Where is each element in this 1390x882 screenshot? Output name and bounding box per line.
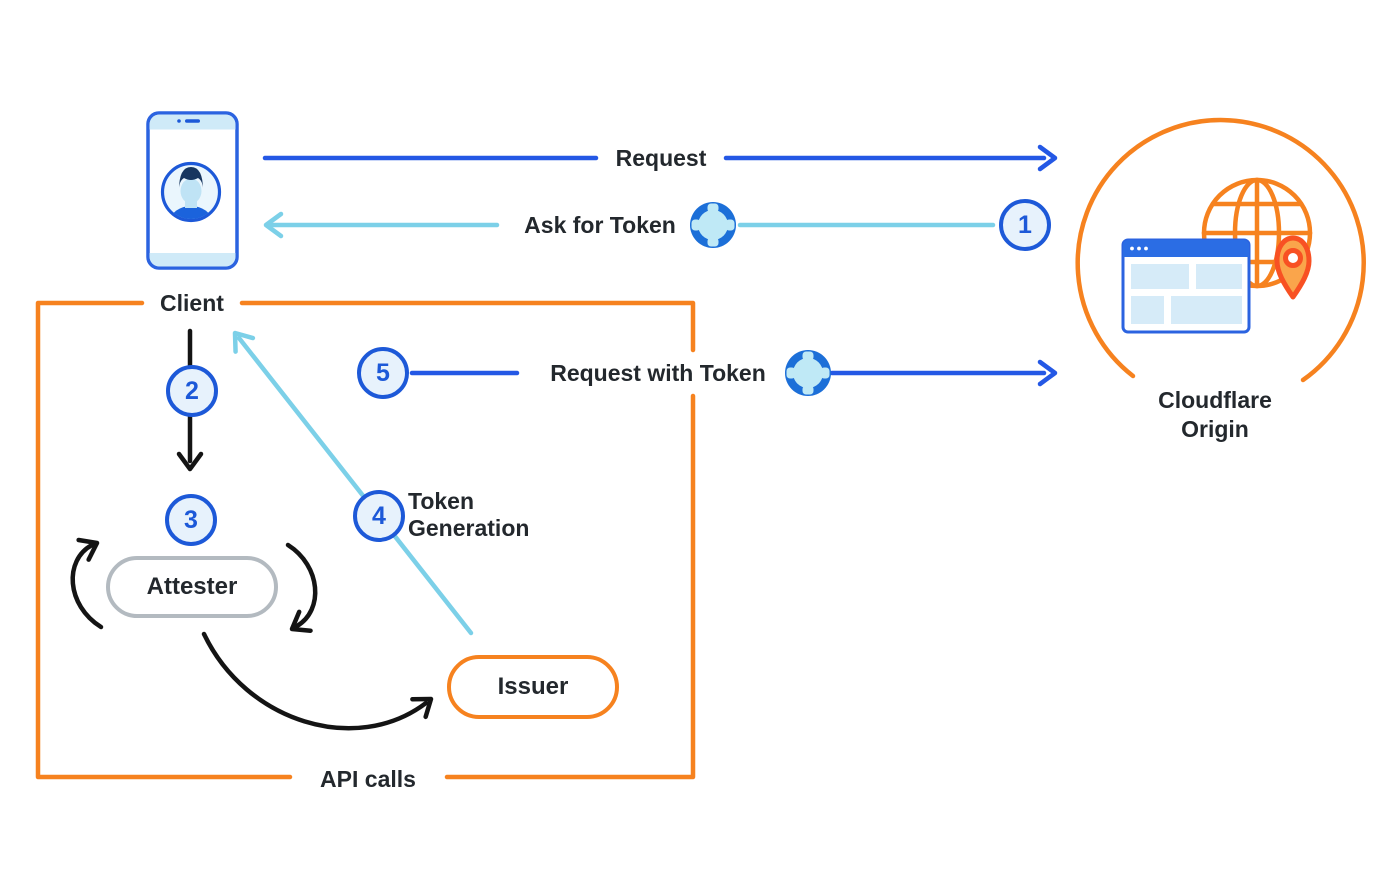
phone-speaker [185,119,200,123]
step-badge-3: 3 [165,494,217,546]
avatar [160,161,222,223]
request-with-token-label: Request with Token [550,360,766,386]
phone-icon [146,111,239,270]
origin-circle-outline [1075,117,1366,383]
ask-for-token-label: Ask for Token [524,212,676,238]
token-generation-arrow [226,326,474,636]
attester-node: Attester [106,556,278,618]
step-badge-2: 2 [166,365,218,417]
client-label: Client [160,290,224,316]
browser-dots [1130,246,1148,251]
browser-window-icon [1121,238,1251,334]
api-calls-label: API calls [320,766,416,792]
request-label: Request [615,145,707,171]
attester-to-issuer-arrow [201,631,438,731]
step-badge-4: 4 [353,490,405,542]
attester-loop-left-arrow [70,533,102,630]
ask-for-token-arrow [266,214,996,236]
location-pin-icon [1274,235,1312,300]
cloudflare-origin-label: Cloudflare Origin [1158,387,1272,442]
api-calls-box-border [35,300,696,780]
token-generation-label: Token Generation [408,488,530,541]
request-with-token-arrow [409,362,1055,384]
phone-camera-dot [177,119,181,123]
step-badge-1: 1 [999,199,1051,251]
step-badge-5: 5 [357,347,409,399]
attester-loop-right-arrow [286,542,318,638]
request-arrow [262,147,1055,169]
issuer-node: Issuer [447,655,619,719]
